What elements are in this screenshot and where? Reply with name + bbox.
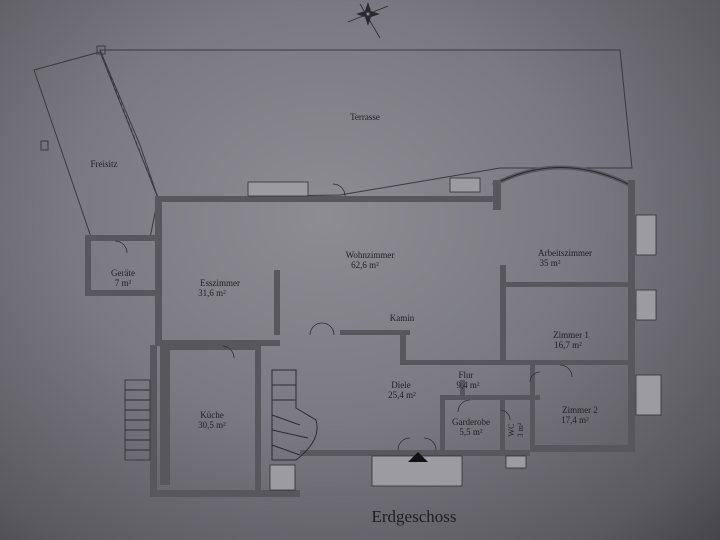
garderobe-area: 5,5 m² — [459, 427, 483, 437]
zimmer1-area: 16,7 m² — [554, 340, 582, 350]
garderobe-label: Garderobe — [452, 417, 490, 427]
freisitz-outline — [33, 51, 159, 241]
wohnzimmer-label: Wohnzimmer — [346, 250, 395, 260]
interior-walls — [155, 265, 630, 490]
wc-label: WC — [507, 424, 516, 437]
staircase — [271, 369, 318, 461]
arbeitszimmer-area: 35 m² — [540, 258, 561, 268]
terrace-outline — [99, 49, 633, 199]
flur-area: 9,4 m² — [456, 380, 480, 390]
esszimmer-area: 31,6 m² — [198, 288, 226, 298]
diele-label: Diele — [391, 380, 411, 390]
wohnzimmer-area: 62,6 m² — [351, 260, 379, 270]
zimmer1-label: Zimmer 1 — [553, 330, 589, 340]
diele-area: 25,4 m² — [388, 390, 416, 400]
freisitz-label: Freisitz — [91, 159, 118, 169]
terrace-label: Terrasse — [350, 112, 380, 122]
esszimmer-label: Esszimmer — [200, 278, 240, 288]
outdoor-steps — [124, 379, 151, 461]
kueche-area: 30,5 m² — [198, 420, 226, 430]
kamin-label: Kamin — [390, 313, 415, 323]
outer-walls — [85, 180, 635, 497]
compass-rose-icon — [347, 2, 389, 39]
floor-title: Erdgeschoss — [372, 507, 457, 526]
geraete-label: Geräte — [111, 268, 135, 278]
zimmer2-area: 17,4 m² — [561, 415, 589, 425]
entrance-arrow-icon — [408, 452, 428, 462]
arbeitszimmer-label: Arbeitszimmer — [538, 248, 592, 258]
kueche-label: Küche — [200, 410, 224, 420]
flur-label: Flur — [458, 370, 473, 380]
wc-area: 3 m² — [516, 422, 525, 437]
zimmer2-label: Zimmer 2 — [562, 405, 598, 415]
geraete-area: 7 m² — [115, 278, 132, 288]
doors — [114, 183, 573, 451]
